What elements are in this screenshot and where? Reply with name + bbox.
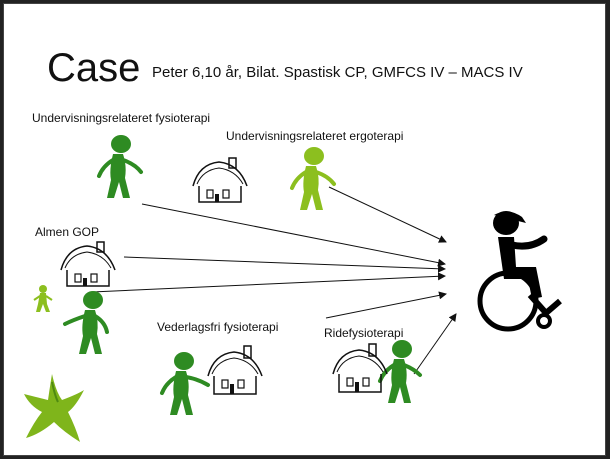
slide: Case Peter 6,10 år, Bilat. Spastisk CP, … xyxy=(3,3,606,456)
arrow-gop-person-to-child xyxy=(91,272,446,293)
connection-arrows xyxy=(91,186,457,375)
arrow-fysio-to-child xyxy=(141,203,446,267)
house-icon xyxy=(60,241,116,287)
label-undervisning-ergoterapi: Undervisningsrelateret ergoterapi xyxy=(226,129,404,143)
slide-title: Case xyxy=(47,46,141,90)
label-undervisning-fysioterapi: Undervisningsrelateret fysioterapi xyxy=(32,111,211,125)
arrow-gop-to-child xyxy=(123,256,446,273)
arrow-ergo-to-child xyxy=(328,186,447,243)
house-icon xyxy=(207,345,263,395)
house-icon xyxy=(332,343,388,393)
arrow-vederlagsfri-to-child xyxy=(325,291,447,319)
person-icon xyxy=(33,285,53,312)
label-ridefysioterapi: Ridefysioterapi xyxy=(324,326,404,340)
person-icon xyxy=(97,135,143,198)
person-icon xyxy=(290,147,336,210)
person-icon xyxy=(63,291,109,354)
starfish-icon xyxy=(24,374,84,442)
person-icon xyxy=(160,352,210,415)
label-almen-gop: Almen GOP xyxy=(35,225,100,239)
arrow-ride-to-child xyxy=(413,313,457,375)
wheelchair-user-icon xyxy=(477,211,562,332)
slide-subtitle: Peter 6,10 år, Bilat. Spastisk CP, GMFCS… xyxy=(152,64,523,81)
house-icon xyxy=(192,157,248,203)
label-vederlagsfri-fysioterapi: Vederlagsfri fysioterapi xyxy=(157,320,279,334)
